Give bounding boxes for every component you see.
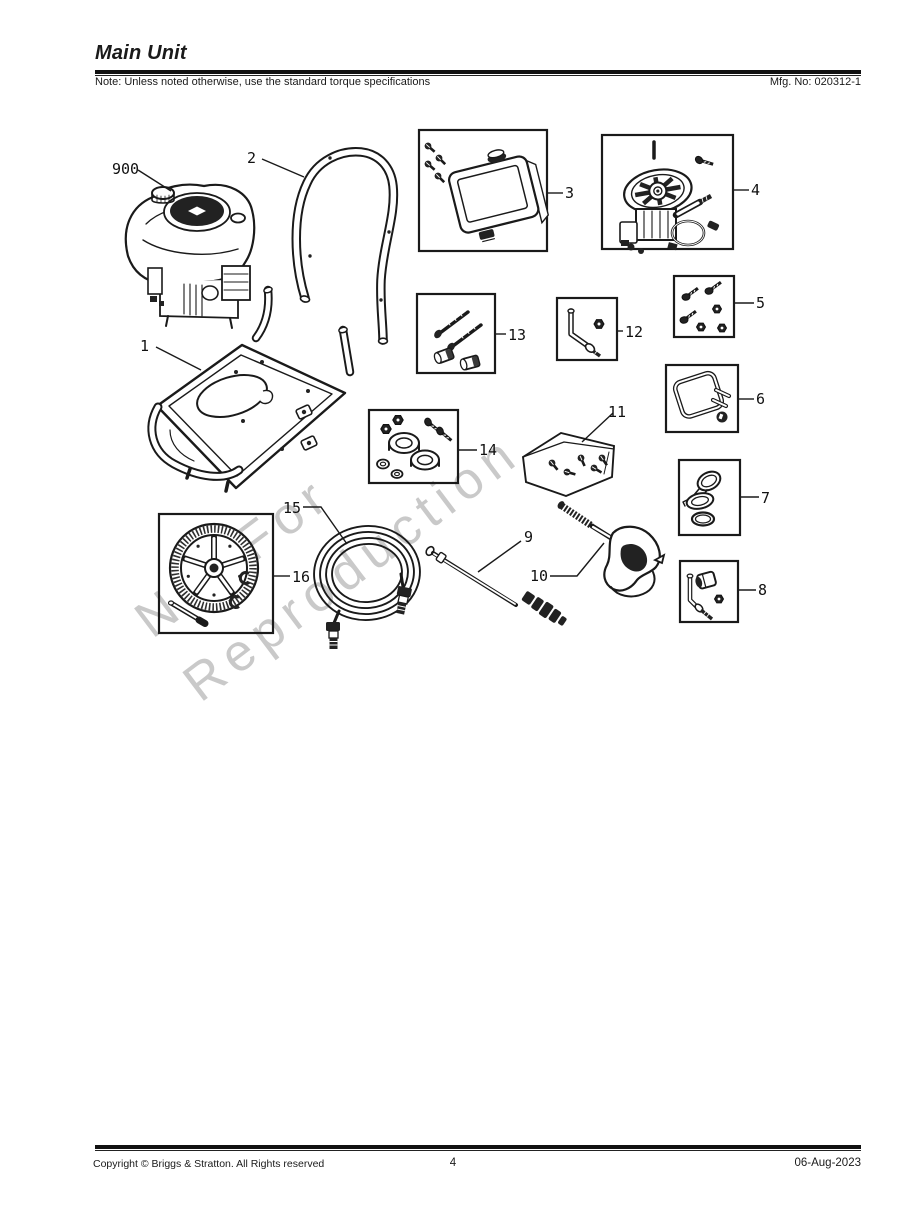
- header-rule-thin: [95, 75, 861, 76]
- copyright-text: Copyright © Briggs & Stratton. All Right…: [93, 1158, 325, 1170]
- callout-label-3: 3: [565, 184, 575, 202]
- wheel-hardware-kit-box: [367, 408, 460, 485]
- callout-label-12: 12: [625, 323, 644, 341]
- callout-lines: [137, 158, 759, 591]
- callout-label-13: 13: [508, 326, 527, 344]
- engine-drawing: [124, 183, 256, 329]
- footer-rule-thick: [95, 1145, 861, 1149]
- callout-label-6: 6: [756, 390, 766, 408]
- mfg-number: Mfg. No: 020312-1: [769, 76, 861, 88]
- torque-note: Note: Unless noted otherwise, use the st…: [95, 76, 431, 88]
- callout-label-1: 1: [140, 337, 150, 355]
- pump-kit-box: [600, 133, 735, 254]
- handle-drawing: [291, 147, 399, 345]
- gun-drawing: [557, 501, 666, 598]
- callout-label-5: 5: [756, 294, 766, 312]
- chemical-tube-kit-box: [678, 559, 740, 624]
- page-number: 4: [449, 1157, 457, 1169]
- hose-drawing: [313, 524, 421, 649]
- callout-label-8: 8: [758, 581, 768, 599]
- bolt-kit-box: [672, 274, 736, 339]
- revision-date: 06-Aug-2023: [794, 1157, 862, 1169]
- header-rule-thick: [95, 70, 861, 74]
- tank-kit-box: [417, 128, 550, 253]
- tube-fitting-box: [555, 296, 619, 362]
- frame-drawing: [147, 285, 355, 493]
- wheel-kit-box: [157, 512, 275, 635]
- callout-label-4: 4: [751, 181, 761, 199]
- parts-bag: [521, 431, 615, 498]
- callout-label-7: 7: [761, 489, 771, 507]
- callout-label-15: 15: [283, 499, 302, 517]
- hook-kit-box: [664, 363, 740, 434]
- callout-label-9: 9: [524, 528, 534, 546]
- callout-label-16: 16: [292, 568, 311, 586]
- callout-label-14: 14: [479, 441, 498, 459]
- cap-kit-box: [677, 458, 742, 537]
- callout-label-2: 2: [247, 149, 257, 167]
- callout-label-10: 10: [530, 567, 549, 585]
- callout-label-11: 11: [608, 403, 627, 421]
- footer-rule-thin: [95, 1150, 861, 1151]
- callout-label-900: 900: [112, 160, 140, 178]
- page-title: Main Unit: [95, 42, 187, 64]
- handle-bolt-kit-box: [415, 292, 497, 375]
- wand-drawing: [425, 545, 567, 626]
